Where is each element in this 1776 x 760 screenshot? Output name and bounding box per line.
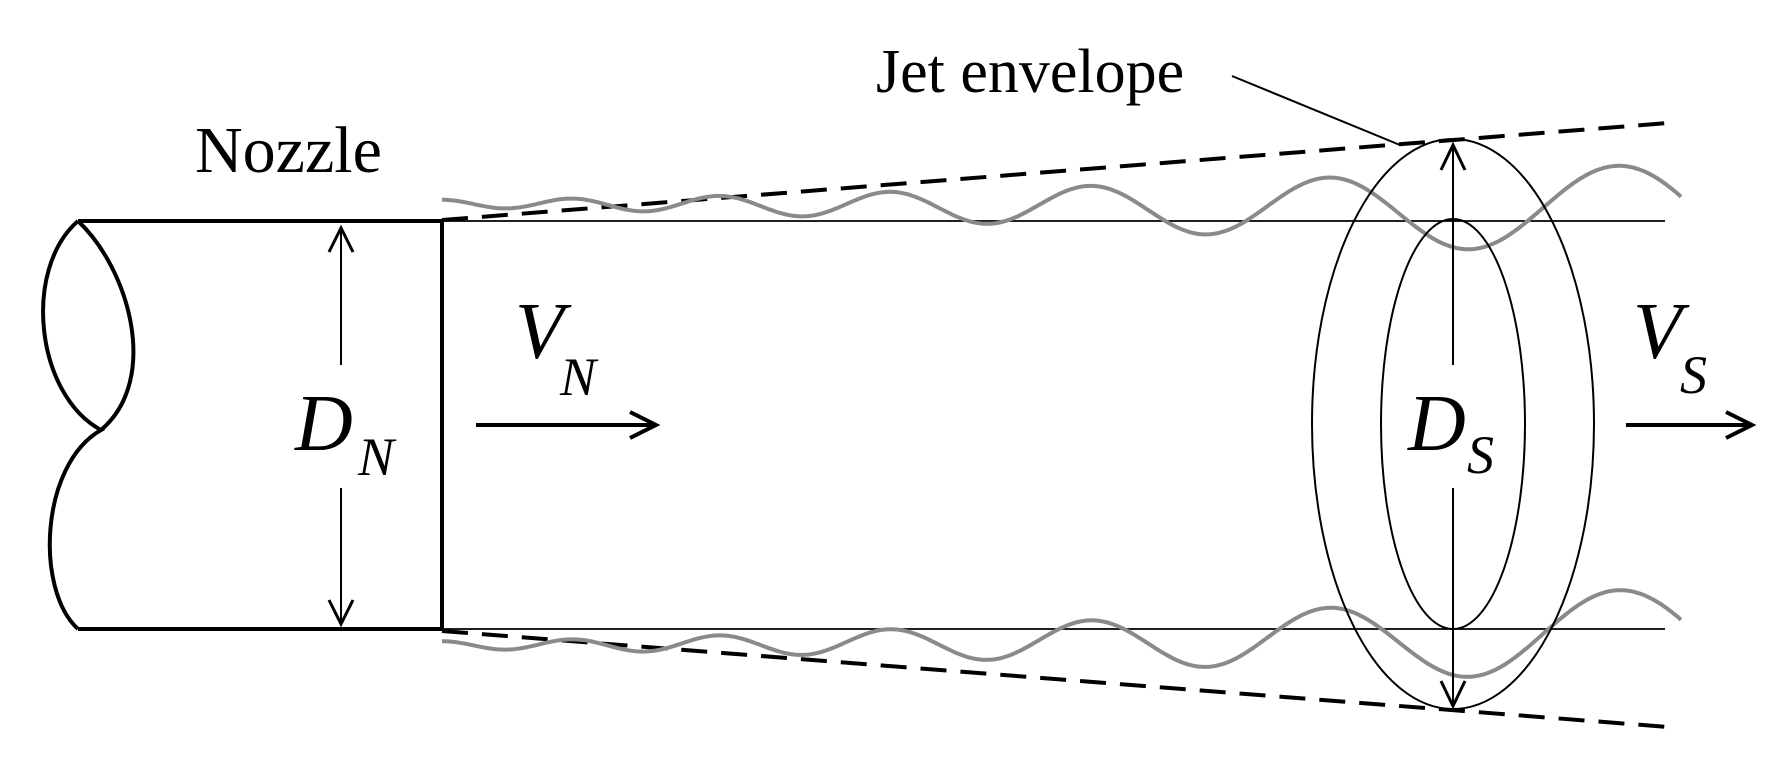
- jet-diameter-subscript: S: [1467, 425, 1494, 485]
- nozzle-diameter-subscript: N: [357, 427, 397, 487]
- jet-envelope-label: Jet envelope: [876, 38, 1184, 106]
- jet-wave-top: [442, 163, 1683, 252]
- jet-wave-bottom: [442, 588, 1683, 679]
- jet-envelope-bottom: [441, 629, 1669, 729]
- nozzle-break-curve-inner: [76, 219, 136, 432]
- nozzle-diameter-symbol: D: [294, 380, 353, 468]
- jet-diameter-dimension: [1439, 141, 1467, 710]
- jet-envelope-leader: [1231, 75, 1401, 146]
- jet-velocity-subscript: S: [1680, 345, 1707, 405]
- nozzle-velocity-symbol: V: [515, 288, 572, 376]
- jet-diameter-symbol: D: [1407, 380, 1466, 468]
- nozzle-break-curve: [41, 219, 106, 631]
- jet-envelope-top: [441, 121, 1669, 222]
- nozzle-velocity-subscript: N: [559, 347, 599, 407]
- jet-velocity-symbol: V: [1633, 288, 1690, 376]
- nozzle-velocity-arrow: [476, 410, 661, 440]
- dn-arrow-down-head: [327, 599, 355, 628]
- ds-arrow-up-head: [1439, 141, 1467, 171]
- ds-arrow-down-head: [1439, 680, 1467, 710]
- dn-arrow-up-head: [327, 224, 355, 253]
- nozzle-pipe: [41, 219, 444, 631]
- jet-velocity-arrow: [1626, 410, 1757, 440]
- nozzle-diameter-dimension: [327, 224, 355, 628]
- nozzle-label: Nozzle: [195, 114, 382, 187]
